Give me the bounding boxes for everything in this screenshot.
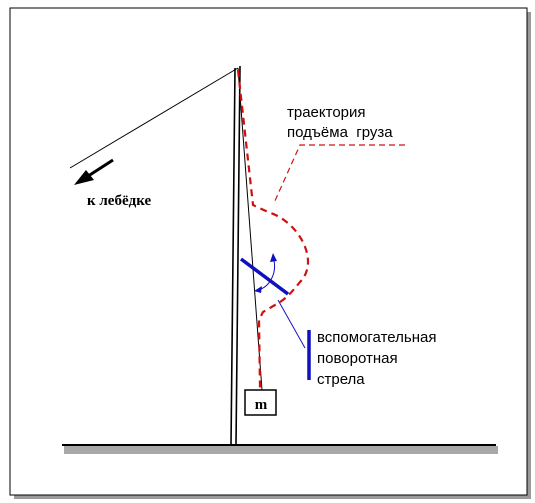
mass-label: m: [255, 397, 268, 413]
boom-label-line2: поворотная: [317, 350, 398, 367]
mass-box: [244, 389, 277, 416]
winch-label: к лебёдке: [87, 193, 151, 209]
auxiliary-boom: [239, 257, 290, 296]
trajectory-label-line1: траектория: [287, 104, 366, 121]
mast-left: [230, 67, 236, 446]
trajectory-label-line2: подъёма груза: [287, 124, 393, 141]
boom-label-line3: стрела: [317, 371, 365, 388]
boom-label-line1: вспомогательная: [317, 329, 436, 346]
frame: [9, 7, 528, 496]
rope-to-winch: [69, 67, 239, 169]
arrow-left-down-icon: [74, 158, 114, 185]
curved-arrow-icon: [254, 253, 277, 293]
ground-shadow: [64, 446, 498, 454]
rope-to-load: [237, 67, 263, 391]
trajectory-leader: [273, 144, 405, 204]
boom-leader: [277, 299, 306, 349]
trajectory-path: [236, 69, 310, 389]
mast-right: [235, 65, 241, 446]
